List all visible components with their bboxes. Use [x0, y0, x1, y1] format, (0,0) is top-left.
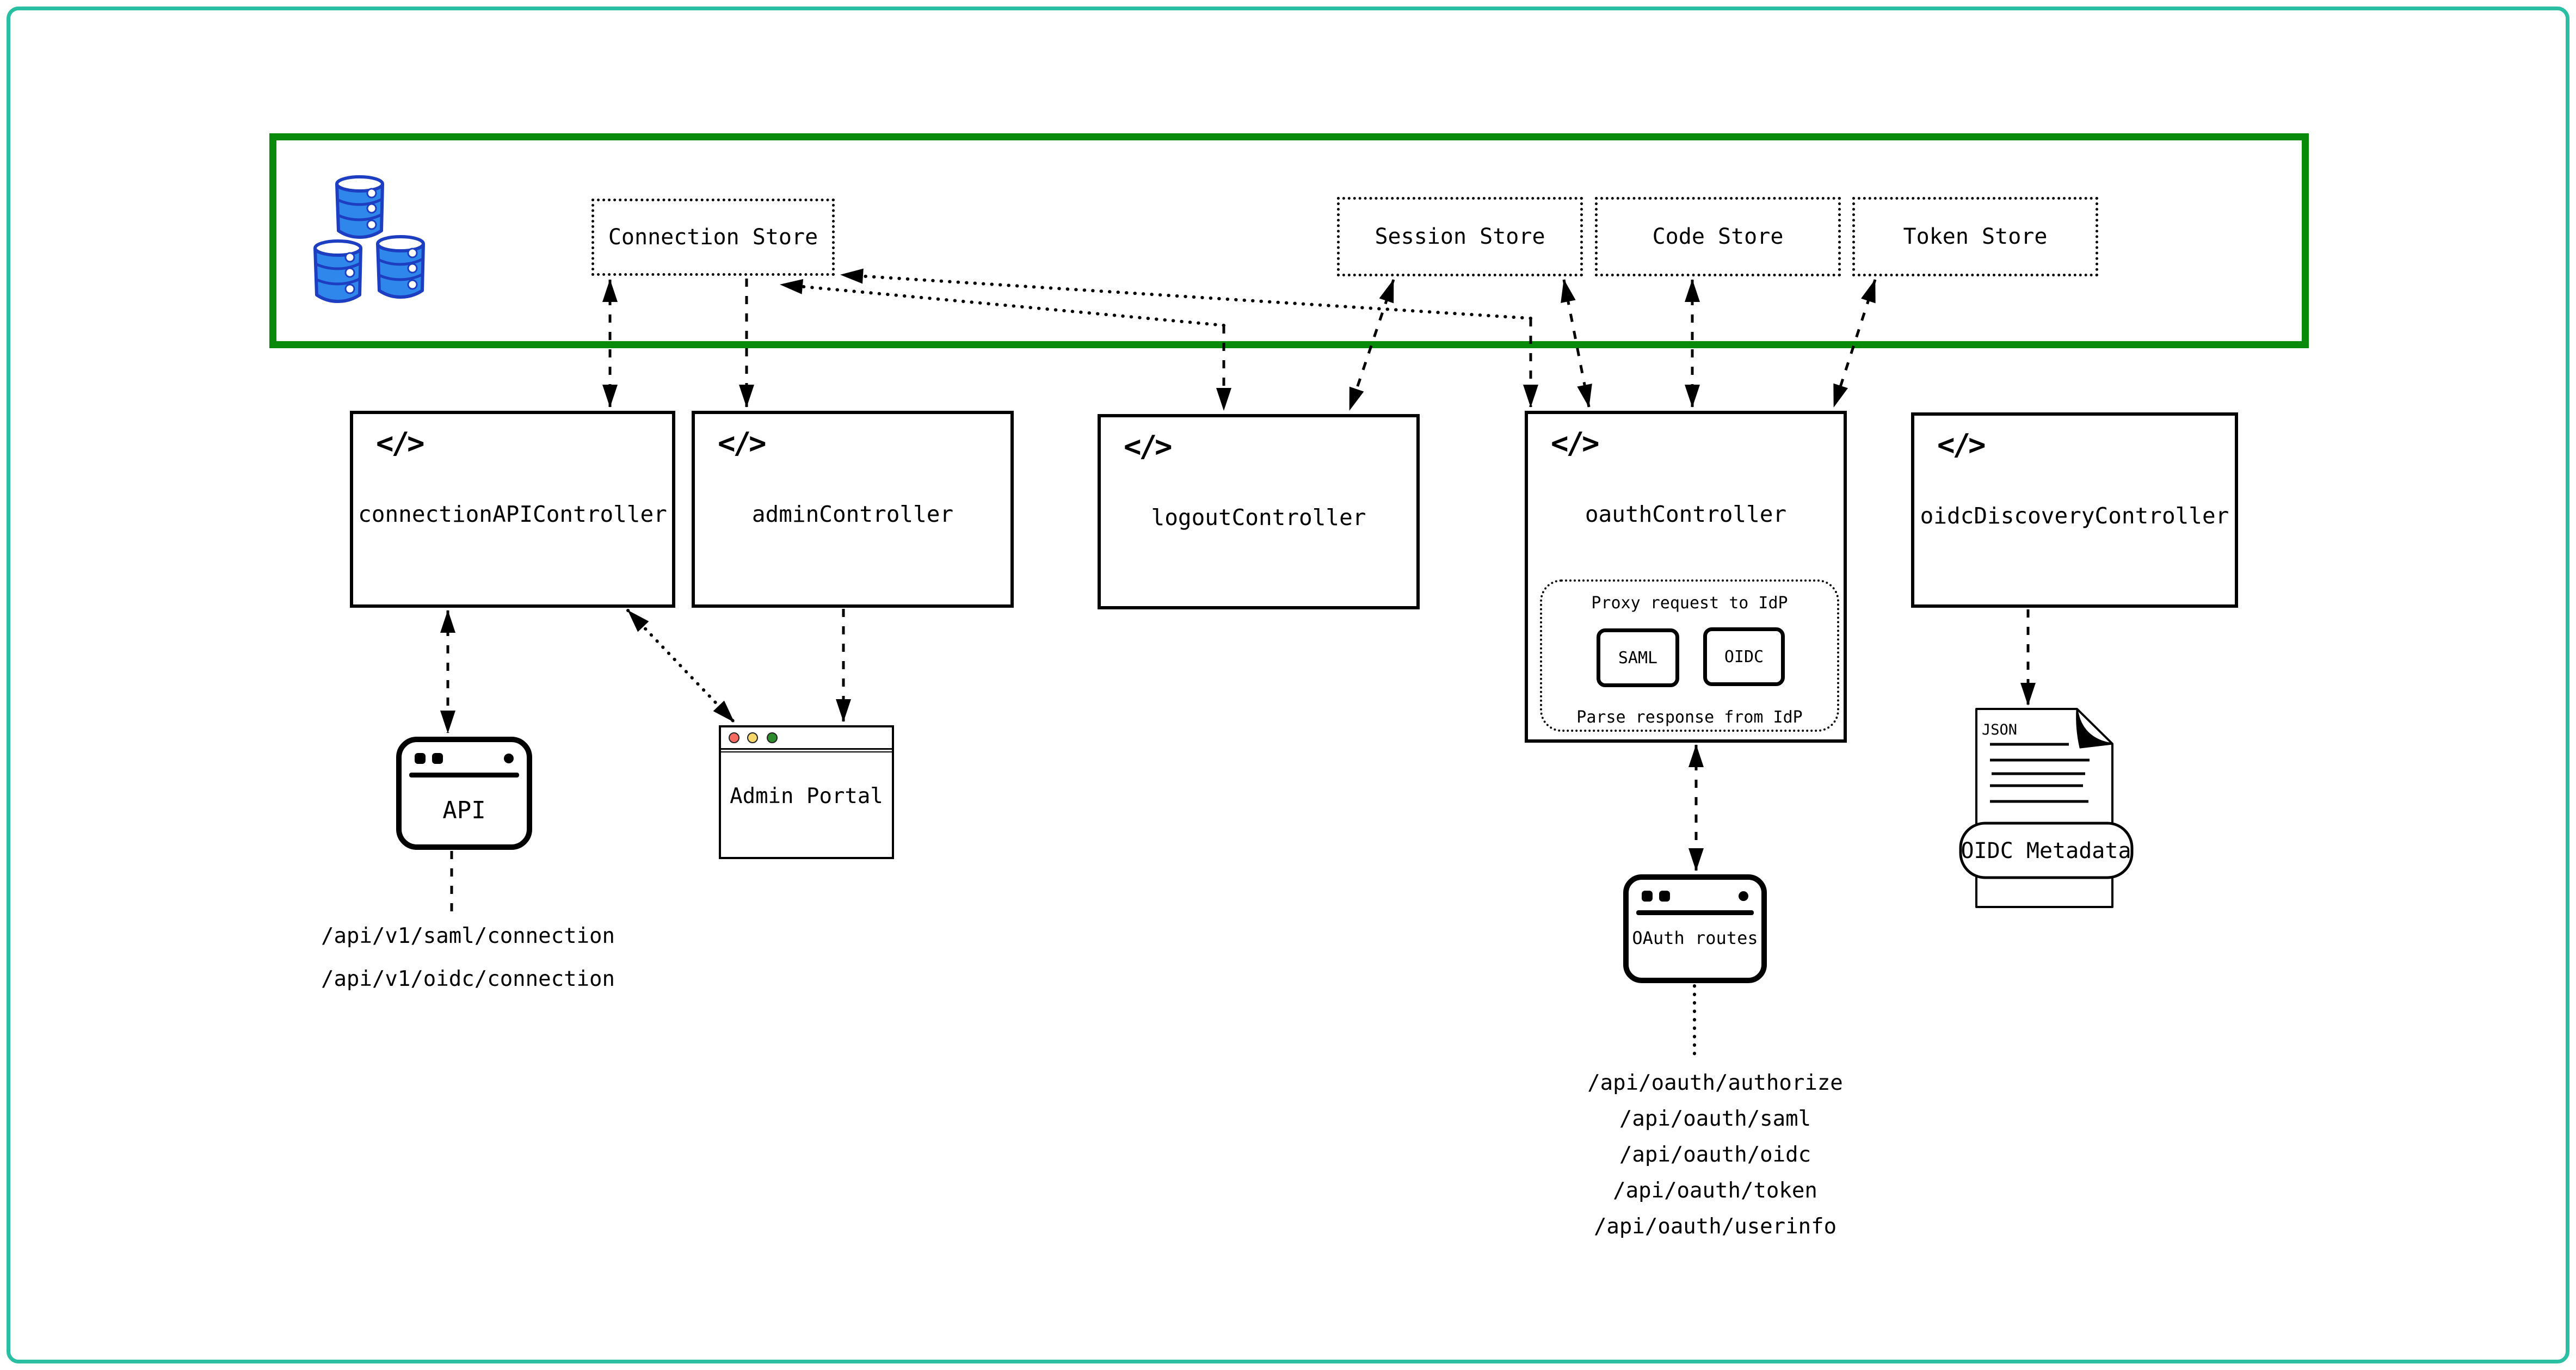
- code-icon: </>: [718, 426, 767, 460]
- portal-titlebar: [721, 727, 892, 750]
- parse-response-label: Parse response from IdP: [1576, 708, 1803, 727]
- outer-frame: [7, 7, 2569, 1363]
- code-store-box: Code Store: [1595, 197, 1841, 276]
- endpoint-oauth-authorize: /api/oauth/authorize: [1587, 1071, 1843, 1095]
- traffic-light-yellow-icon: [747, 732, 758, 743]
- oauth-routes-app-icon: OAuth routes: [1623, 874, 1767, 983]
- window-control-square-icon: [432, 753, 443, 764]
- traffic-light-red-icon: [729, 732, 739, 743]
- code-store-label: Code Store: [1652, 224, 1784, 249]
- api-app-icon: API: [396, 737, 532, 850]
- window-control-dot-icon: [504, 754, 514, 763]
- store-zone: [269, 133, 2309, 348]
- oidc-discovery-controller-label: oidcDiscoveryController: [1920, 503, 2229, 529]
- proxy-request-label: Proxy request to IdP: [1591, 594, 1788, 613]
- oauth-controller-box: </> oauthController Proxy request to IdP…: [1525, 411, 1847, 743]
- endpoint-oauth-userinfo: /api/oauth/userinfo: [1593, 1214, 1837, 1239]
- endpoint-oidc-connection: /api/v1/oidc/connection: [321, 967, 615, 991]
- window-control-square-icon: [1642, 891, 1653, 902]
- token-store-box: Token Store: [1852, 197, 2098, 276]
- oauth-controller-label: oauthController: [1585, 501, 1787, 527]
- endpoint-oauth-oidc: /api/oauth/oidc: [1619, 1143, 1811, 1167]
- connection-store-box: Connection Store: [591, 199, 835, 276]
- oidc-label: OIDC: [1724, 647, 1764, 667]
- endpoint-saml-connection: /api/v1/saml/connection: [321, 924, 615, 948]
- admin-portal-window: Admin Portal: [719, 725, 894, 859]
- window-toolbar-bar: [409, 773, 519, 777]
- window-control-square-icon: [415, 753, 426, 764]
- api-label: API: [442, 797, 486, 824]
- code-icon: </>: [1124, 429, 1173, 464]
- token-store-label: Token Store: [1903, 224, 2048, 249]
- oidc-protocol-box: OIDC: [1703, 627, 1785, 686]
- oauth-endpoints-list: /api/oauth/authorize /api/oauth/saml /ap…: [1525, 1065, 1906, 1245]
- endpoint-oauth-saml: /api/oauth/saml: [1619, 1107, 1811, 1131]
- code-icon: </>: [1937, 428, 1986, 462]
- connection-api-controller-box: </> connectionAPIController: [350, 411, 675, 608]
- window-toolbar-bar: [1636, 910, 1754, 915]
- arrow-sessionstore-oauth: [1561, 279, 1592, 408]
- connection-api-controller-label: connectionAPIController: [358, 501, 667, 527]
- code-icon: </>: [376, 426, 425, 460]
- session-store-label: Session Store: [1375, 224, 1545, 249]
- portal-separator: [721, 751, 892, 752]
- oidc-discovery-controller-box: </> oidcDiscoveryController: [1911, 412, 2238, 608]
- idp-proxy-box: Proxy request to IdP SAML OIDC Parse res…: [1540, 579, 1839, 732]
- window-control-dot-icon: [1739, 891, 1748, 901]
- saml-protocol-box: SAML: [1597, 628, 1679, 687]
- arrow-sessionstore-logout: [1348, 279, 1395, 411]
- arrow-logout-to-connectionstore-diagonal: [779, 279, 1225, 327]
- connection-store-label: Connection Store: [608, 225, 818, 250]
- arrow-tokenstore-oauth: [1832, 279, 1877, 408]
- code-icon: </>: [1551, 426, 1600, 460]
- saml-label: SAML: [1618, 648, 1658, 668]
- json-document-icon: JSON OIDC Metadata: [1959, 708, 2134, 908]
- admin-controller-label: adminController: [751, 501, 954, 527]
- arrow-oauth-to-connectionstore-diagonal: [839, 268, 1532, 320]
- session-store-box: Session Store: [1337, 197, 1583, 276]
- arrow-connectionapi-adminportal: [626, 609, 736, 724]
- json-file-type-label: JSON: [1982, 721, 2017, 738]
- admin-controller-box: </> adminController: [692, 411, 1014, 608]
- window-control-square-icon: [1659, 891, 1670, 902]
- traffic-light-green-icon: [767, 732, 778, 743]
- oauth-routes-label: OAuth routes: [1632, 928, 1758, 948]
- endpoint-oauth-token: /api/oauth/token: [1613, 1178, 1817, 1203]
- admin-portal-label: Admin Portal: [730, 784, 883, 809]
- logout-controller-box: </> logoutController: [1098, 414, 1420, 609]
- logout-controller-label: logoutController: [1151, 504, 1366, 530]
- oidc-metadata-banner: OIDC Metadata: [1961, 838, 2131, 863]
